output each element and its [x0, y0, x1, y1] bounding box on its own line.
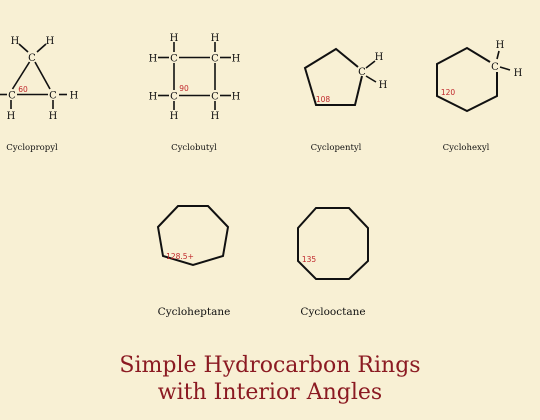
interior-angle-label: 128.5+ [166, 252, 194, 261]
hydrogen-atom: H [170, 111, 179, 122]
carbon-atom: C [491, 62, 499, 73]
carbon-atom: C [170, 92, 178, 103]
interior-angle-label: 90 [179, 84, 189, 93]
ring-bonds [156, 205, 230, 267]
carbon-atom: C [170, 54, 178, 65]
carbon-atom: C [358, 67, 366, 78]
molecule-name: Cyclobutyl [171, 143, 217, 153]
ring-bonds [303, 47, 363, 106]
bond [11, 61, 31, 90]
molecule-name: Cyclopentyl [311, 143, 362, 153]
carbon-atom: C [28, 53, 36, 64]
bond [365, 60, 376, 69]
molecule-name: Cyclohexyl [443, 143, 490, 153]
diagram-title-line-2: with Interior Angles [157, 380, 383, 405]
hydrogen-atom: H [11, 36, 20, 47]
molecule-cyclooctane: 135 Cyclooctane [297, 207, 369, 318]
diagram-title: Simple Hydrocarbon Rings with Interior A… [0, 352, 540, 406]
molecule-cyclopentyl: C H H 108 Cyclopentyl [303, 47, 388, 153]
hydrogen-atom: H [514, 68, 523, 79]
hydrogen-atom: H [232, 92, 241, 103]
interior-angle-label: 60 [18, 85, 28, 94]
bond [34, 61, 51, 90]
hydrogen-atom: H [149, 92, 158, 103]
molecule-name: Cycloheptane [158, 306, 231, 318]
interior-angle-label: 108 [316, 95, 331, 104]
bond [496, 50, 500, 60]
interior-angle-label: 120 [441, 88, 456, 97]
interior-angle-label: 135 [302, 255, 317, 264]
hydrogen-atom: H [7, 111, 16, 122]
carbon-atom: C [211, 54, 219, 65]
hydrogen-atom: H [49, 111, 58, 122]
ring-bonds [297, 207, 369, 280]
diagram-title-line-1: Simple Hydrocarbon Rings [119, 353, 421, 378]
molecule-cyclobutyl: C C C C H H H H H H H H 90 Cyclobutyl [149, 33, 241, 153]
molecule-name: Cyclooctane [300, 306, 365, 318]
hydrogen-atom: H [149, 54, 158, 65]
hydrogen-atom: H [232, 54, 241, 65]
ring-bonds [436, 46, 498, 113]
bond [365, 75, 377, 83]
bond [36, 43, 47, 53]
bond [18, 43, 29, 53]
carbon-atom: C [8, 91, 16, 102]
hydrogen-atom: H [70, 91, 79, 102]
carbon-atom: C [49, 91, 57, 102]
molecule-cycloheptane: 128.5+ Cycloheptane [156, 205, 231, 318]
hydrogen-atom: H [496, 40, 505, 51]
hydrogen-atom: H [375, 52, 384, 63]
hydrogen-atom: H [379, 80, 388, 91]
hydrogen-atom: H [170, 33, 179, 44]
molecule-cyclohexyl: C H H 120 Cyclohexyl [436, 40, 523, 153]
hydrogen-atom: H [211, 33, 220, 44]
hydrogen-atom: H [211, 111, 220, 122]
molecule-name: Cyclopropyl [6, 143, 58, 153]
carbon-atom: C [211, 92, 219, 103]
bond [499, 66, 511, 71]
hydrogen-atom: H [46, 36, 55, 47]
molecule-cyclopropyl: C C C H H H H H 60 Cyclopropyl [0, 36, 79, 153]
